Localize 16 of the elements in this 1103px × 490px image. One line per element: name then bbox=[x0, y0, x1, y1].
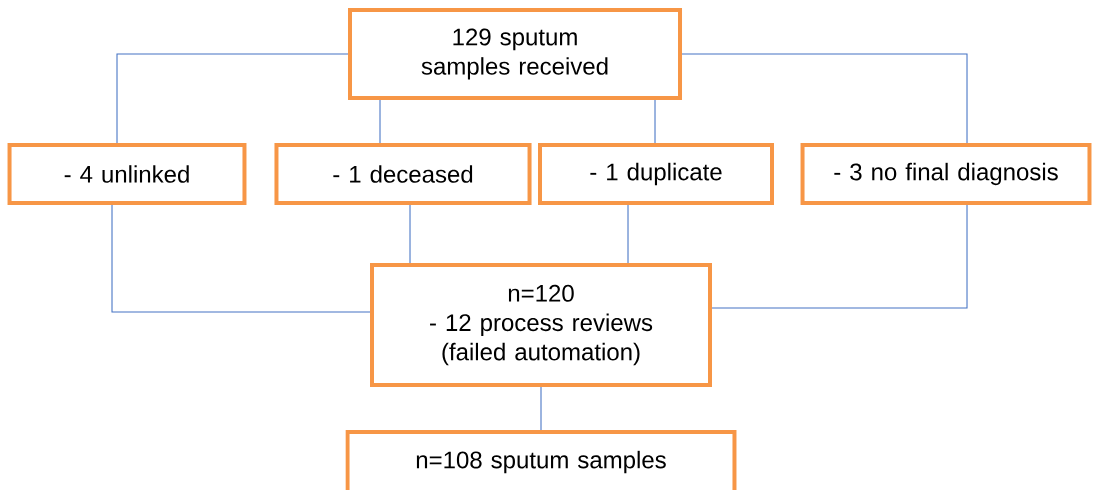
process-box: - 1 duplicate bbox=[538, 143, 774, 205]
connector-line bbox=[654, 99, 656, 144]
process-box: 129 sputum samples received bbox=[348, 8, 682, 100]
connector-line bbox=[627, 204, 629, 264]
process-box: - 4 unlinked bbox=[7, 143, 247, 205]
process-box: n=108 sputum samples bbox=[345, 430, 737, 490]
connector-line bbox=[116, 53, 349, 144]
connector-line bbox=[379, 99, 381, 144]
connector-line bbox=[409, 204, 411, 264]
process-box: - 3 no final diagnosis bbox=[800, 143, 1092, 205]
connector-line bbox=[681, 53, 968, 144]
connector-line bbox=[540, 386, 542, 431]
connector-line bbox=[711, 204, 968, 309]
process-box: n=120 - 12 process reviews (failed automation) bbox=[370, 263, 712, 387]
connector-line bbox=[111, 204, 371, 313]
process-box: - 1 deceased bbox=[274, 143, 532, 205]
